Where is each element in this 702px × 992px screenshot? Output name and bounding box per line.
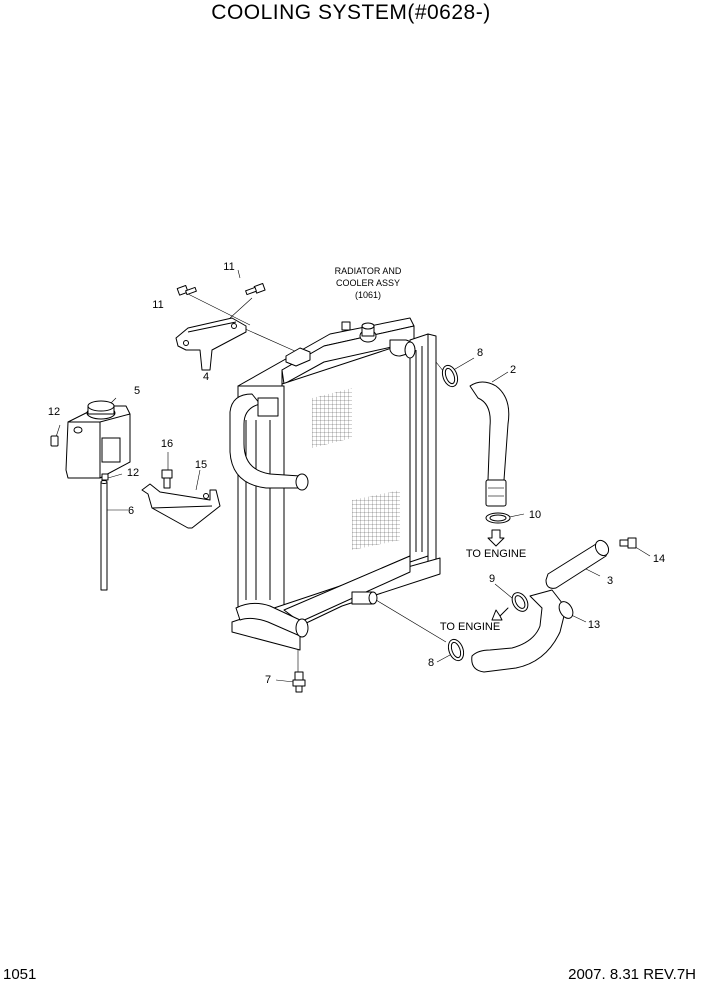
clamp-part-10[interactable]: [485, 512, 511, 524]
callout-5: 5: [134, 385, 140, 397]
arrow-to-engine-lower: [491, 607, 509, 621]
revision-date: 2007. 8.31 REV.7H: [568, 966, 696, 983]
callout-numbers: 11 11 4 5 12 16 15 12 6 8 2 10 14 9 3 13…: [48, 261, 665, 686]
lower-hose-part-13[interactable]: [471, 589, 576, 673]
callout-16: 16: [161, 438, 173, 450]
clamp-part-8-upper[interactable]: [440, 363, 461, 388]
arrow-to-engine-upper: [487, 529, 505, 547]
drain-plug-part-7[interactable]: [292, 671, 306, 693]
bolt-part-16[interactable]: [161, 469, 173, 489]
callout-15: 15: [195, 459, 207, 471]
callout-12a: 12: [48, 406, 60, 418]
assembly-label: RADIATOR AND COOLER ASSY (1061): [335, 266, 402, 300]
callout-8b: 8: [428, 657, 434, 669]
to-engine-upper-label: TO ENGINE: [466, 548, 526, 560]
cap-part-12-left[interactable]: [50, 435, 59, 447]
callout-12b: 12: [127, 467, 139, 479]
callout-13: 13: [588, 619, 600, 631]
radiator-outlet-stub[interactable]: [351, 591, 378, 605]
radiator-upper-elbow-pipe[interactable]: [229, 393, 309, 491]
callout-14: 14: [653, 553, 665, 565]
upper-hose-part-2[interactable]: [469, 381, 510, 507]
hose-part-6[interactable]: [100, 480, 108, 591]
svg-text:(1061): (1061): [355, 290, 381, 300]
callout-11a: 11: [223, 261, 234, 273]
clamp-part-8-lower[interactable]: [446, 637, 467, 662]
svg-text:COOLER ASSY: COOLER ASSY: [336, 278, 400, 288]
callout-11b: 11: [152, 299, 163, 311]
callout-9: 9: [489, 573, 495, 585]
callout-6: 6: [128, 505, 134, 517]
radiator-lower-elbow-pipe[interactable]: [235, 602, 309, 638]
callout-4: 4: [203, 371, 209, 383]
bolt-part-11-right[interactable]: [245, 282, 266, 296]
bracket-part-4[interactable]: [175, 317, 247, 371]
bolt-part-11-left[interactable]: [176, 284, 197, 296]
callout-3: 3: [607, 575, 613, 587]
reservoir-tank-part-5[interactable]: [65, 400, 131, 481]
callout-10: 10: [529, 509, 541, 521]
page-number: 1051: [3, 966, 37, 983]
callout-8a: 8: [477, 347, 483, 359]
clamp-part-9[interactable]: [509, 590, 531, 614]
callout-2: 2: [510, 364, 516, 376]
callout-7: 7: [265, 674, 271, 686]
to-engine-lower-label: TO ENGINE: [440, 621, 500, 633]
page-title: COOLING SYSTEM(#0628-): [211, 1, 491, 24]
svg-text:RADIATOR AND: RADIATOR AND: [335, 266, 402, 276]
bracket-part-15[interactable]: [141, 483, 221, 529]
bolt-part-14[interactable]: [619, 537, 637, 549]
radiator-cooler-assembly[interactable]: [231, 317, 441, 651]
pipe-part-3[interactable]: [545, 538, 611, 589]
